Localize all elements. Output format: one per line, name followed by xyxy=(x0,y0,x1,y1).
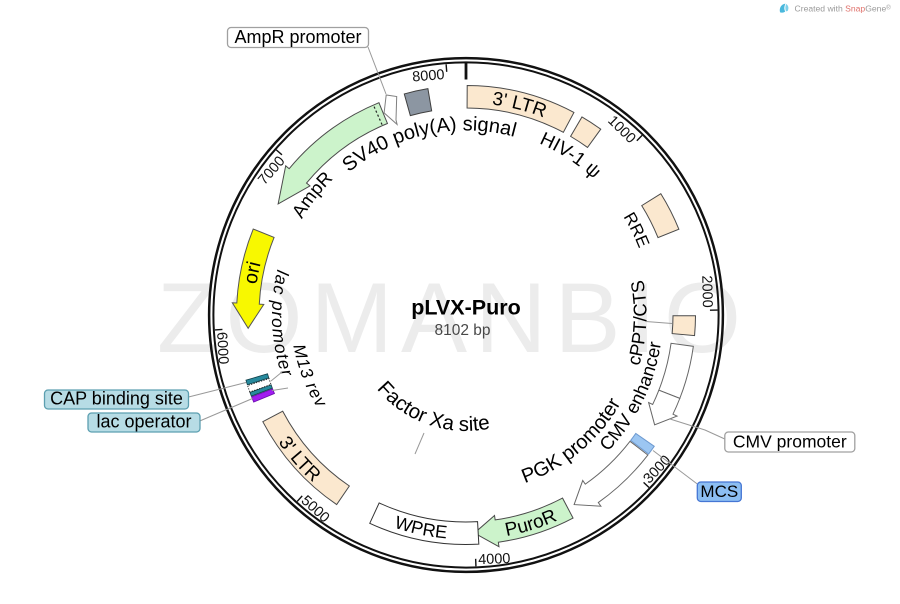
svg-text:AmpR promoter: AmpR promoter xyxy=(234,27,361,47)
svg-text:lac operator: lac operator xyxy=(96,412,191,432)
svg-text:2000: 2000 xyxy=(698,275,715,308)
svg-text:CMV promoter: CMV promoter xyxy=(733,432,847,452)
svg-text:CAP binding site: CAP binding site xyxy=(50,389,183,409)
svg-text:8102 bp: 8102 bp xyxy=(434,322,490,339)
svg-text:MCS: MCS xyxy=(700,482,738,501)
svg-text:6000: 6000 xyxy=(213,332,231,365)
svg-text:Created with SnapGene®: Created with SnapGene® xyxy=(795,4,892,14)
svg-text:4000: 4000 xyxy=(478,551,511,568)
svg-text:pLVX-Puro: pLVX-Puro xyxy=(411,296,520,320)
svg-text:8000: 8000 xyxy=(412,67,445,85)
